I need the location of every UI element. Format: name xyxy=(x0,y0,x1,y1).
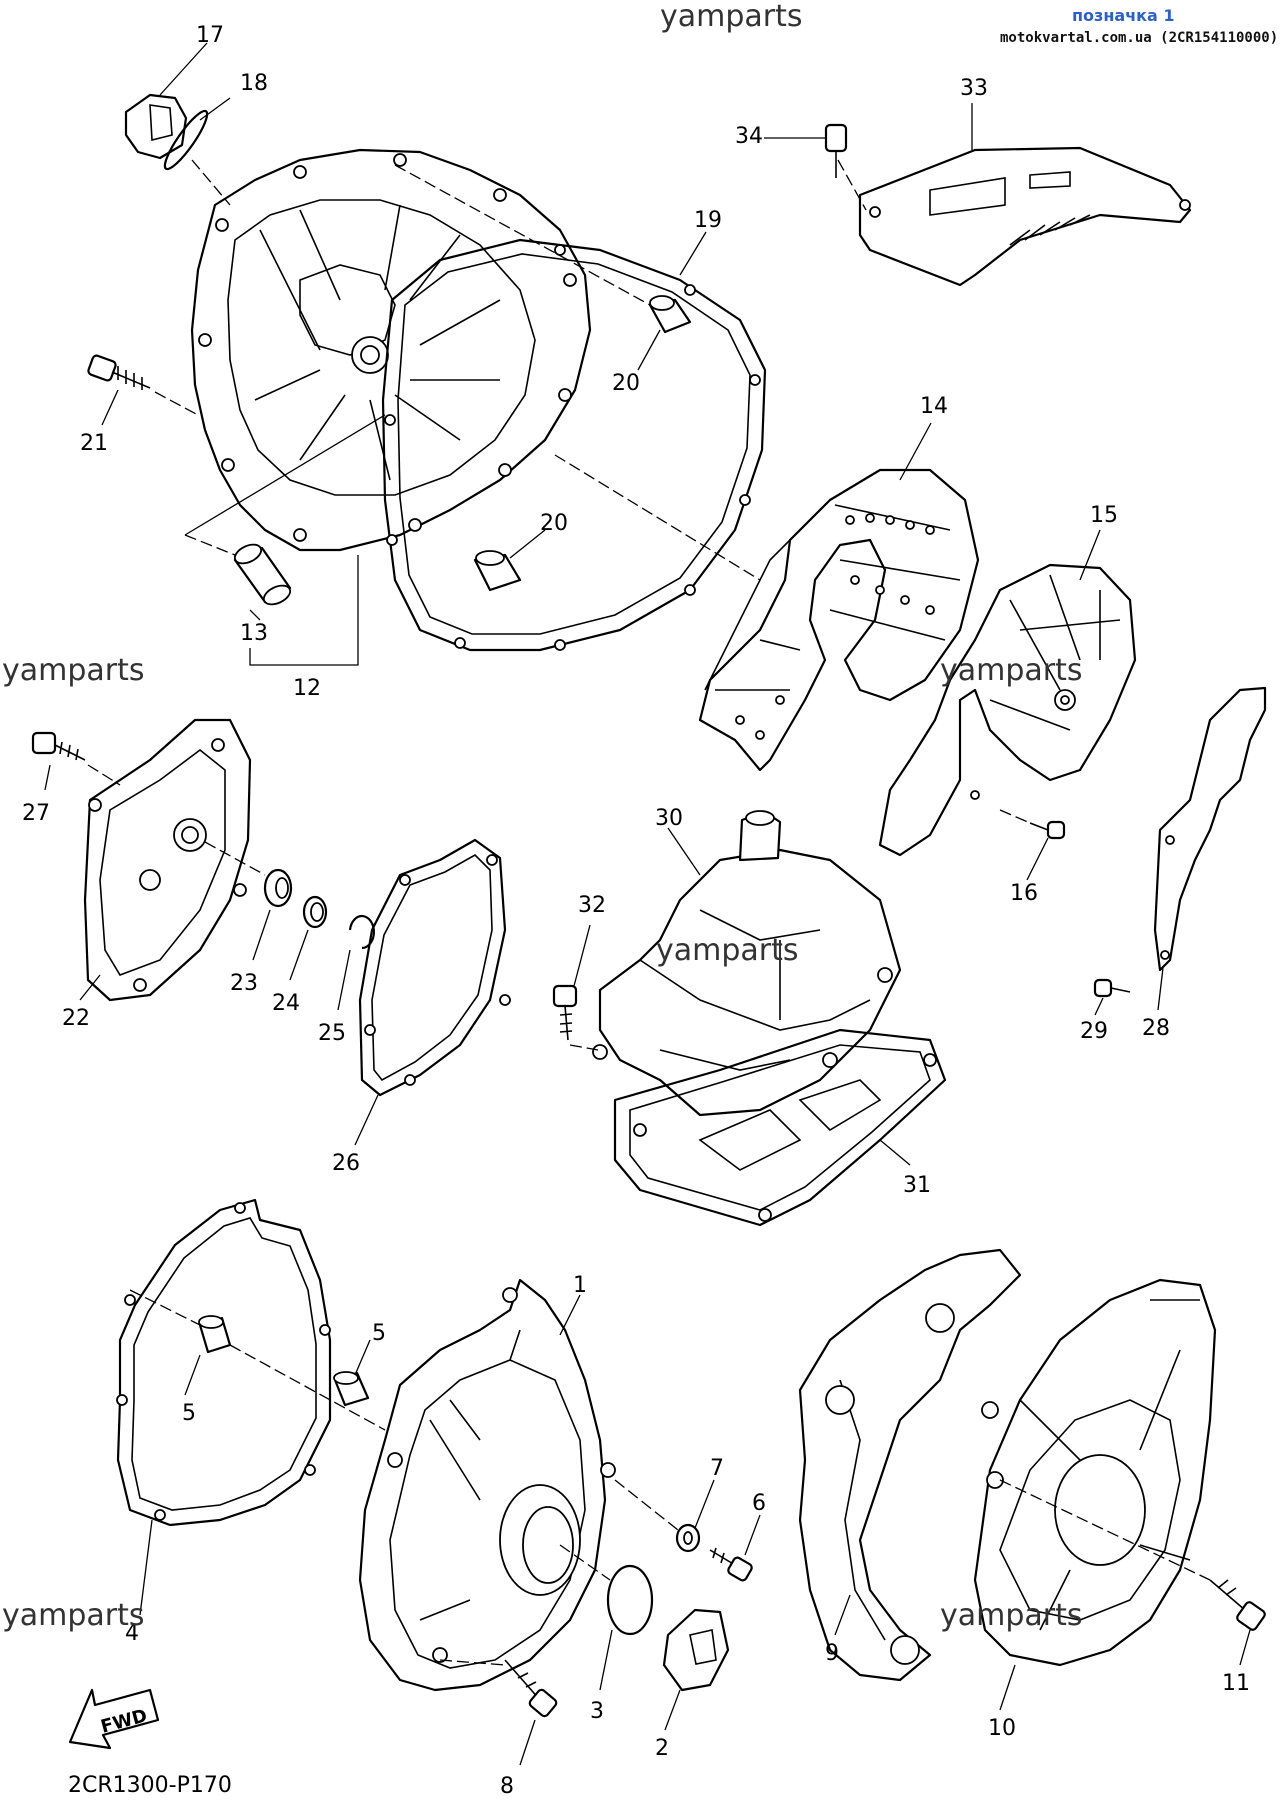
part-5-dowel-right[interactable] xyxy=(333,1371,370,1407)
part-7-washer[interactable] xyxy=(675,1523,701,1553)
part-11-bolt[interactable] xyxy=(1209,1579,1266,1631)
label-24: 24 xyxy=(272,991,300,1016)
part-12-clutch-cover[interactable] xyxy=(190,148,592,552)
part-17-filler-cap[interactable] xyxy=(124,93,188,160)
watermark-top: yamparts xyxy=(660,0,803,34)
label-25: 25 xyxy=(318,1021,346,1046)
part-16-screw[interactable] xyxy=(1029,820,1066,840)
label-14: 14 xyxy=(920,394,948,419)
part-30-oil-pan[interactable] xyxy=(592,810,902,1117)
watermark-center: yamparts xyxy=(656,933,799,968)
diagram-code: 2CR1300-P170 xyxy=(68,1773,232,1798)
label-32: 32 xyxy=(578,893,606,918)
label-27: 27 xyxy=(22,801,50,826)
label-22: 22 xyxy=(62,1006,90,1031)
label-34: 34 xyxy=(735,124,763,149)
label-20-upper: 20 xyxy=(612,371,640,396)
label-12: 12 xyxy=(293,676,321,701)
label-23: 23 xyxy=(230,971,258,996)
label-15: 15 xyxy=(1090,503,1118,528)
label-21: 21 xyxy=(80,431,108,456)
label-4: 4 xyxy=(125,1621,139,1646)
label-10: 10 xyxy=(988,1716,1016,1741)
label-13: 13 xyxy=(240,621,268,646)
label-9: 9 xyxy=(825,1641,839,1666)
label-26: 26 xyxy=(332,1151,360,1176)
part-8-bolt[interactable] xyxy=(504,1659,558,1718)
label-20-lower: 20 xyxy=(540,511,568,536)
part-3-o-ring[interactable] xyxy=(606,1564,654,1636)
part-28-cover-plate[interactable] xyxy=(1153,686,1267,972)
label-31: 31 xyxy=(903,1173,931,1198)
label-33: 33 xyxy=(960,76,988,101)
label-17: 17 xyxy=(196,23,224,48)
part-32-bolt[interactable] xyxy=(552,984,578,1041)
label-1: 1 xyxy=(573,1273,587,1298)
part-13-collar[interactable] xyxy=(232,541,293,608)
part-20-dowel-lower[interactable] xyxy=(473,550,522,592)
part-33-bracket[interactable] xyxy=(858,146,1192,287)
marker-label: позначка 1 xyxy=(1072,6,1175,25)
label-7: 7 xyxy=(710,1456,724,1481)
part-4-gasket[interactable] xyxy=(116,1198,332,1527)
label-30: 30 xyxy=(655,806,683,831)
label-19: 19 xyxy=(694,208,722,233)
label-2: 2 xyxy=(655,1736,669,1761)
part-15-plate[interactable] xyxy=(878,563,1137,857)
label-6: 6 xyxy=(752,1491,766,1516)
site-reference: motokvartal.com.ua (2CR154110000) xyxy=(1000,30,1278,46)
part-24-washer[interactable] xyxy=(302,895,328,929)
part-5-dowel-left[interactable] xyxy=(198,1315,232,1354)
part-26-gasket[interactable] xyxy=(358,838,511,1097)
part-19-gasket[interactable] xyxy=(381,238,767,652)
watermark-mid-left: yamparts xyxy=(2,653,145,688)
part-22-pump-cover[interactable] xyxy=(83,718,252,1002)
label-11: 11 xyxy=(1222,1671,1250,1696)
label-16: 16 xyxy=(1010,881,1038,906)
part-27-bolt[interactable] xyxy=(31,731,86,761)
label-5-left: 5 xyxy=(182,1401,196,1426)
part-9-guard[interactable] xyxy=(798,1248,1022,1682)
label-3: 3 xyxy=(590,1699,604,1724)
label-29: 29 xyxy=(1080,1019,1108,1044)
label-28: 28 xyxy=(1142,1016,1170,1041)
label-5-right: 5 xyxy=(372,1321,386,1346)
part-21-bolt[interactable] xyxy=(87,354,151,390)
watermark-lower-right: yamparts xyxy=(940,1598,1083,1633)
label-18: 18 xyxy=(240,71,268,96)
fwd-arrow-icon: FWD xyxy=(68,1688,160,1750)
part-10-sprocket-cover[interactable] xyxy=(973,1278,1217,1667)
part-6-bolt[interactable] xyxy=(709,1547,753,1582)
part-14-guide-plate[interactable] xyxy=(698,468,980,772)
part-20-dowel-upper[interactable] xyxy=(648,295,692,334)
watermark-mid-right: yamparts xyxy=(940,653,1083,688)
watermark-lower-left: yamparts xyxy=(2,1598,145,1633)
part-18-o-ring[interactable] xyxy=(159,107,212,174)
part-2-plug[interactable] xyxy=(662,1608,730,1692)
label-8: 8 xyxy=(500,1774,514,1799)
part-29-bolt[interactable] xyxy=(1093,978,1131,998)
part-1-generator-cover[interactable] xyxy=(358,1278,616,1692)
part-23-oil-seal[interactable] xyxy=(263,868,293,908)
